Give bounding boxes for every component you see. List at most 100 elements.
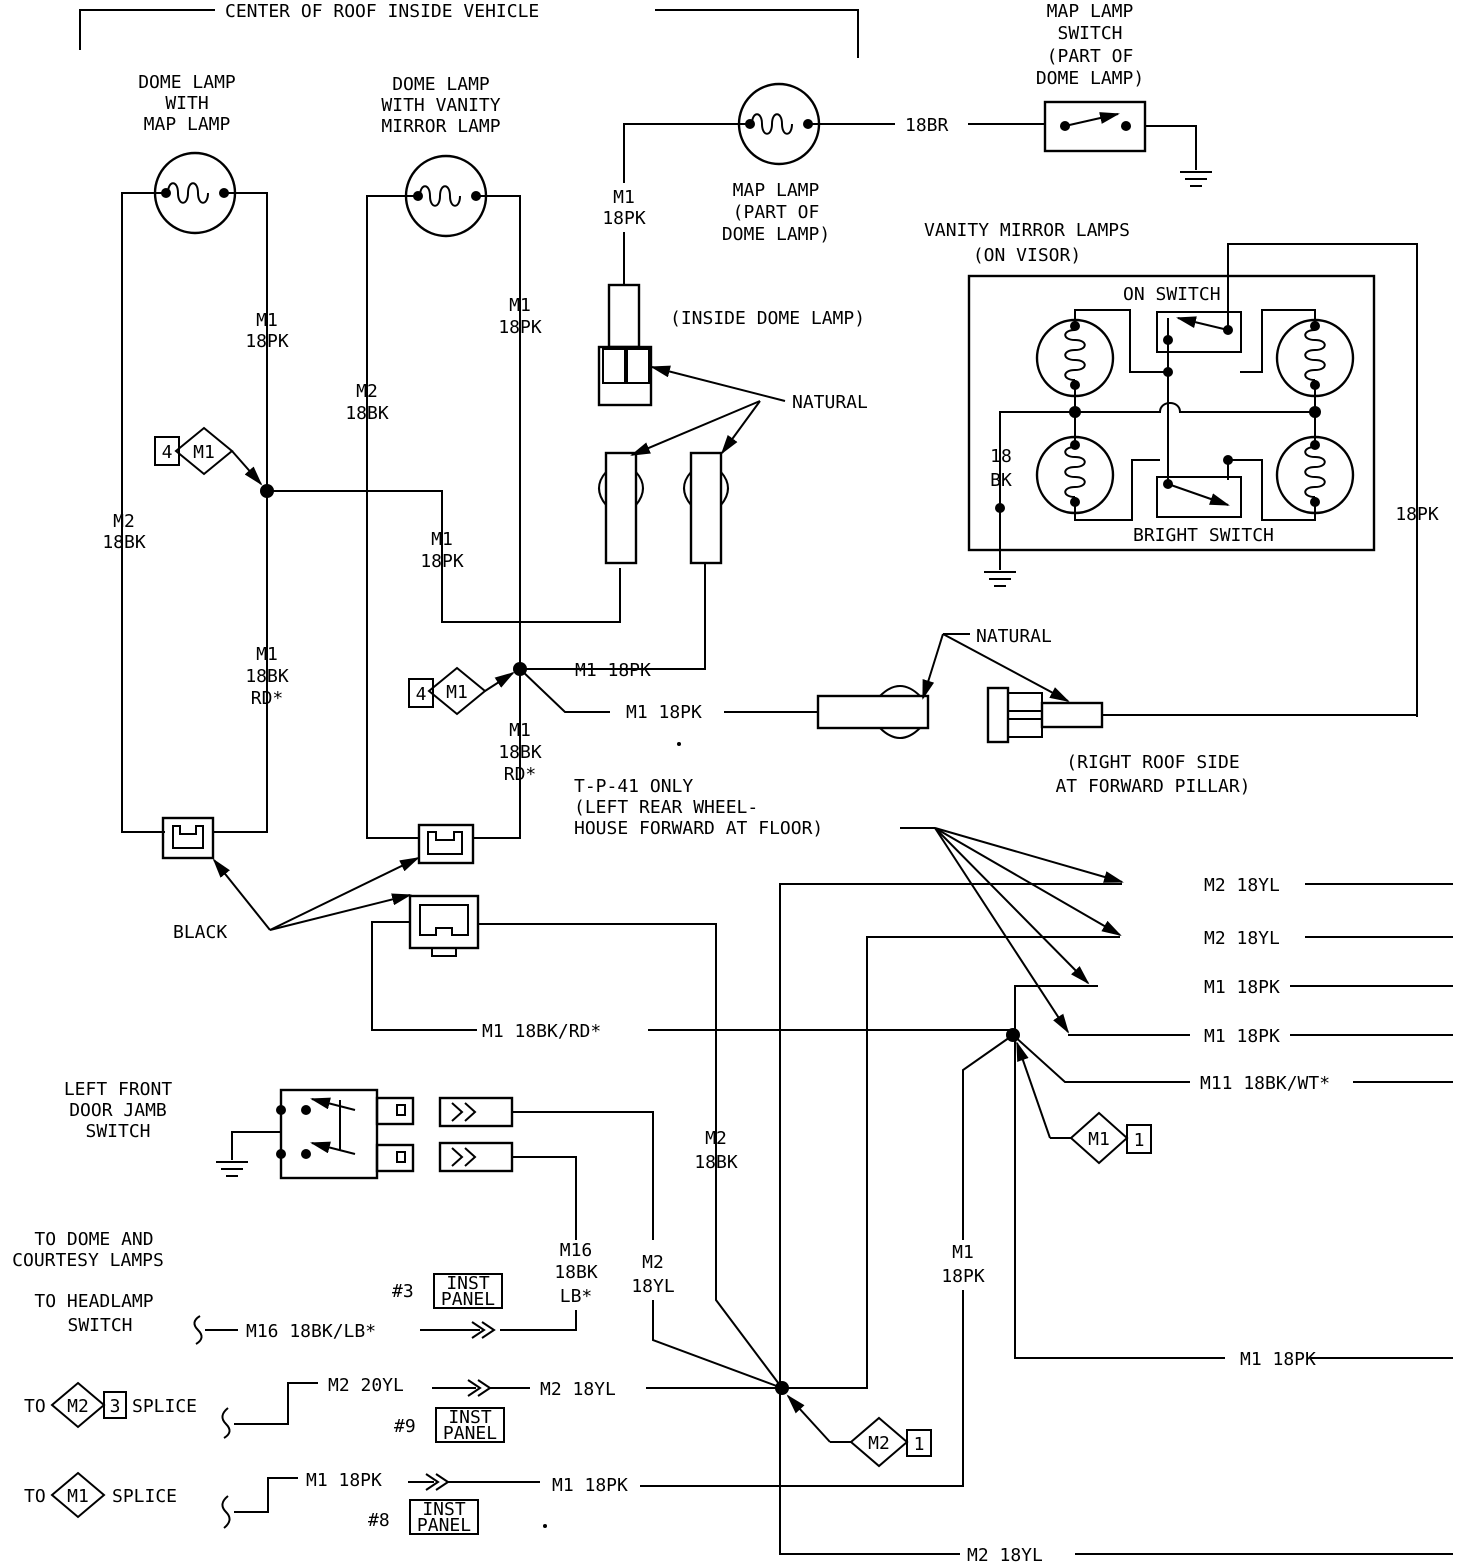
- door-switch-title-3: SWITCH: [85, 1121, 150, 1142]
- splice-number: 4: [162, 442, 173, 463]
- inst-panel-label: PANEL: [443, 1423, 497, 1444]
- wire-label: 18PK: [498, 317, 542, 338]
- roof-bracket: CENTER OF ROOF INSIDE VEHICLE: [79, 1, 859, 58]
- wire-label: M2 20YL: [328, 1375, 404, 1396]
- to-label: TO: [24, 1396, 46, 1417]
- right-harness: M2 18YL M2 18YL M1 18PK M1 18PK M11 18BK…: [371, 875, 1453, 1566]
- wire-label: M16 18BK/LB*: [246, 1321, 376, 1342]
- wire-label: 18BK: [102, 532, 146, 553]
- wire-label: BK: [990, 470, 1012, 491]
- splice-label: M1: [67, 1486, 89, 1507]
- splice-number: 4: [416, 684, 427, 705]
- inst-panel-box: [433, 1273, 503, 1309]
- wire-label: 18PK: [602, 208, 646, 229]
- inst-panel-label: INST: [422, 1499, 466, 1520]
- map-lamp-title-3: DOME LAMP): [722, 224, 830, 245]
- map-switch-title-4: DOME LAMP): [1036, 68, 1144, 89]
- vanity-mirror-lamps: VANITY MIRROR LAMPS (ON VISOR) ON SWITCH…: [924, 220, 1439, 717]
- bright-switch-icon: [1156, 476, 1242, 518]
- wire-label: 18: [990, 446, 1012, 467]
- tp41-label-1: T-P-41 ONLY: [574, 776, 693, 797]
- dome-map-title-2: WITH: [165, 93, 208, 114]
- bright-switch-label: BRIGHT SWITCH: [1133, 525, 1274, 546]
- wire-label: M1 18PK: [552, 1475, 628, 1496]
- to-headlamp-label-2: SWITCH: [67, 1315, 132, 1336]
- center-roof-label: CENTER OF ROOF INSIDE VEHICLE: [225, 1, 539, 22]
- wire-label: M2: [356, 381, 378, 402]
- splice-label: M1: [446, 682, 468, 703]
- wire-label: 18BK: [694, 1152, 738, 1173]
- panel-number: #8: [368, 1510, 390, 1531]
- natural-label: NATURAL: [792, 392, 868, 413]
- black-connector-icon: [161, 816, 215, 860]
- right-roof-label-1: (RIGHT ROOF SIDE: [1066, 752, 1239, 773]
- wire-label: M2 18YL: [1204, 875, 1280, 896]
- wire-label: 18PK: [1395, 504, 1439, 525]
- door-switch-box: [279, 1088, 379, 1180]
- wire-label: M2 18YL: [1204, 928, 1280, 949]
- splice-label: M2: [868, 1433, 890, 1454]
- map-switch-title-3: (PART OF: [1047, 46, 1134, 67]
- wire-label: 18BK: [554, 1262, 598, 1283]
- inst-panel-box: [435, 1407, 505, 1443]
- wire-label: M1 18BK/RD*: [482, 1021, 601, 1042]
- wire-label: 18BK: [245, 666, 289, 687]
- inst-panel-label: INST: [446, 1273, 490, 1294]
- vanity-title-2: (ON VISOR): [973, 245, 1081, 266]
- wire-label: LB*: [560, 1286, 593, 1307]
- dome-lamp-with-vanity: DOME LAMP WITH VANITY MIRROR LAMP M1 18P…: [345, 74, 706, 865]
- inst-panel-label: PANEL: [417, 1515, 471, 1536]
- wire-label: M16: [560, 1240, 593, 1261]
- wire-label: M1 18PK: [626, 702, 702, 723]
- splice-label: M2: [67, 1396, 89, 1417]
- splice-text: SPLICE: [132, 1396, 197, 1417]
- to-headlamp-label-1: TO HEADLAMP: [34, 1291, 153, 1312]
- inst-panel-label: INST: [448, 1407, 492, 1428]
- natural-callout-top: NATURAL: [598, 365, 868, 565]
- wire-label: 18BK: [345, 403, 389, 424]
- wire-label: 18PK: [245, 331, 289, 352]
- map-switch-title-1: MAP LAMP: [1047, 1, 1134, 22]
- vanity-title-1: VANITY MIRROR LAMPS: [924, 220, 1130, 241]
- tp41-label-2: (LEFT REAR WHEEL-: [574, 797, 758, 818]
- right-roof-connector: NATURAL (RIGHT ROOF SIDE AT FORWARD PILL…: [724, 626, 1417, 797]
- to-dome-label-2: COURTESY LAMPS: [12, 1250, 164, 1271]
- black-connector-callout: BLACK: [173, 857, 420, 943]
- dome-vanity-title-1: DOME LAMP: [392, 74, 490, 95]
- to-dome-label-1: TO DOME AND: [34, 1229, 153, 1250]
- map-lamp-title-2: (PART OF: [733, 202, 820, 223]
- wire-label: M1: [509, 295, 531, 316]
- wire-label: M1 18PK: [1204, 1026, 1280, 1047]
- right-roof-label-2: AT FORWARD PILLAR): [1055, 776, 1250, 797]
- wire-label: 18BK: [498, 742, 542, 763]
- wire-label: M1: [509, 720, 531, 741]
- splice-label: M1: [193, 442, 215, 463]
- natural-label: NATURAL: [976, 626, 1052, 647]
- wire-label: M1: [613, 187, 635, 208]
- wire-label: M1 18PK: [1204, 977, 1280, 998]
- inst-panel-label: PANEL: [441, 1289, 495, 1310]
- splice-number: 3: [110, 1396, 121, 1417]
- center-black-connector: M2 18BK: [408, 894, 789, 1395]
- on-switch-label: ON SWITCH: [1123, 284, 1221, 305]
- wire-label: M2 18YL: [967, 1545, 1043, 1566]
- wire-label: 18PK: [941, 1266, 985, 1287]
- natural-connector-icon: [604, 451, 638, 565]
- panel-number: #9: [394, 1416, 416, 1437]
- map-lamp: M1 18PK 18BR MAP LAMP (PART OF DOME LAMP…: [602, 82, 1045, 285]
- to-label: TO: [24, 1486, 46, 1507]
- black-connector-icon: [417, 823, 475, 865]
- door-jamb-switch: LEFT FRONT DOOR JAMB SWITCH M2 18YL M16 …: [64, 1079, 783, 1389]
- wire-label: 18BR: [905, 115, 949, 136]
- black-label: BLACK: [173, 922, 227, 943]
- splice-number: 1: [1134, 1130, 1145, 1151]
- panel-number: #3: [392, 1281, 414, 1302]
- wire-label: M1 18PK: [1240, 1349, 1316, 1370]
- wire-label: M1: [256, 644, 278, 665]
- on-switch-icon: [1156, 311, 1242, 353]
- wire-label: M1: [431, 529, 453, 550]
- wire-label: 18YL: [631, 1276, 675, 1297]
- dome-vanity-title-3: MIRROR LAMP: [381, 116, 500, 137]
- splice-number: 1: [914, 1434, 925, 1455]
